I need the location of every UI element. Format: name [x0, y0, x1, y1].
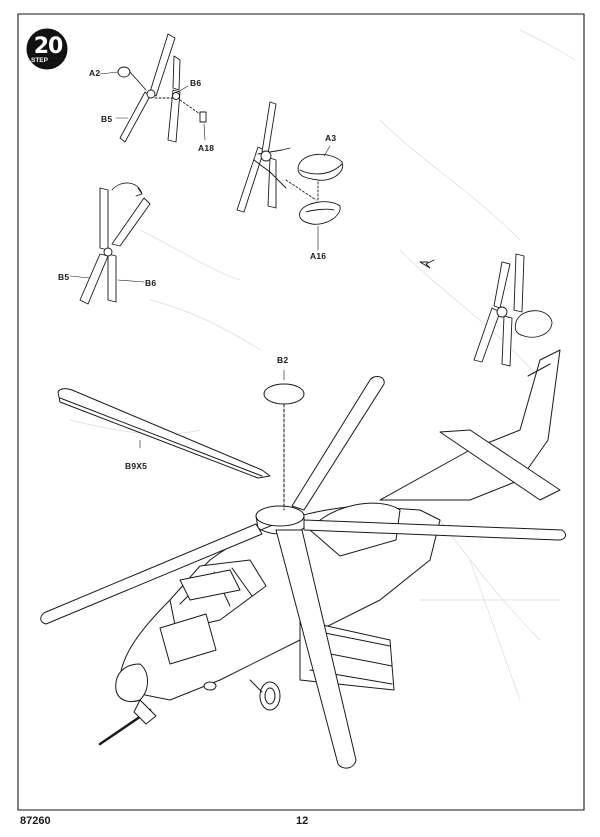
main-rotor — [40, 369, 566, 769]
step-number: 20 — [33, 34, 64, 59]
part-label-b6: B6 — [190, 78, 202, 88]
kit-number: 87260 — [20, 815, 51, 827]
part-label-b9x5: B9X5 — [125, 461, 148, 471]
part-label-a2: A2 — [89, 68, 101, 78]
part-label-b5: B5 — [101, 114, 113, 124]
step-badge — [26, 28, 68, 70]
part-label-b5-lower: B5 — [58, 272, 70, 282]
tail-rotor-detail-1 — [99, 33, 207, 143]
tail-rotor-detail-2 — [236, 101, 344, 251]
part-label-a16: A16 — [310, 251, 327, 261]
direction-arrow-icon — [419, 259, 435, 269]
step-label: STEP — [31, 57, 48, 64]
page-frame — [17, 13, 585, 811]
part-label-b6-lower: B6 — [145, 278, 157, 288]
tail-rotor-detail-3 — [69, 182, 151, 305]
tail-rotor-installed — [473, 253, 553, 367]
part-label-a18: A18 — [198, 143, 215, 153]
part-label-a3: A3 — [325, 133, 337, 143]
part-label-b2: B2 — [277, 355, 289, 365]
page-number: 12 — [296, 815, 309, 827]
